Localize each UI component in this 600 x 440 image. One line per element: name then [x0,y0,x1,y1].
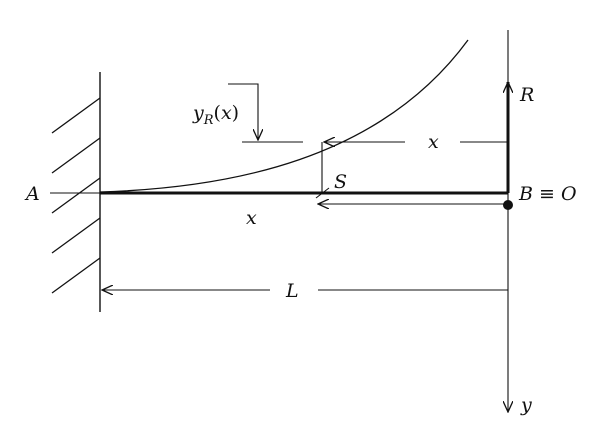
section-tick [315,187,330,199]
label-deflection: yR(x) [192,102,239,128]
label-y-axis: y [520,394,532,416]
label-deflection-sub: R [203,113,214,128]
label-x-axis: x [246,207,257,229]
label-deflection-close: ) [232,102,239,124]
deflection-indicator [228,83,258,140]
label-deflection-main: y [192,102,204,124]
label-a: A [24,183,40,205]
label-b-o: B ≡ O [518,183,577,205]
fixed-wall-support [51,72,101,312]
label-r: R [519,84,534,106]
label-deflection-var: x [221,102,232,124]
label-deflection-open: ( [214,102,221,124]
label-x-top: x [428,131,439,153]
wall-hatching [51,97,101,294]
label-l: L [285,280,299,302]
origin-point [503,200,513,210]
deflection-curve [99,39,469,193]
label-s: S [334,171,347,193]
